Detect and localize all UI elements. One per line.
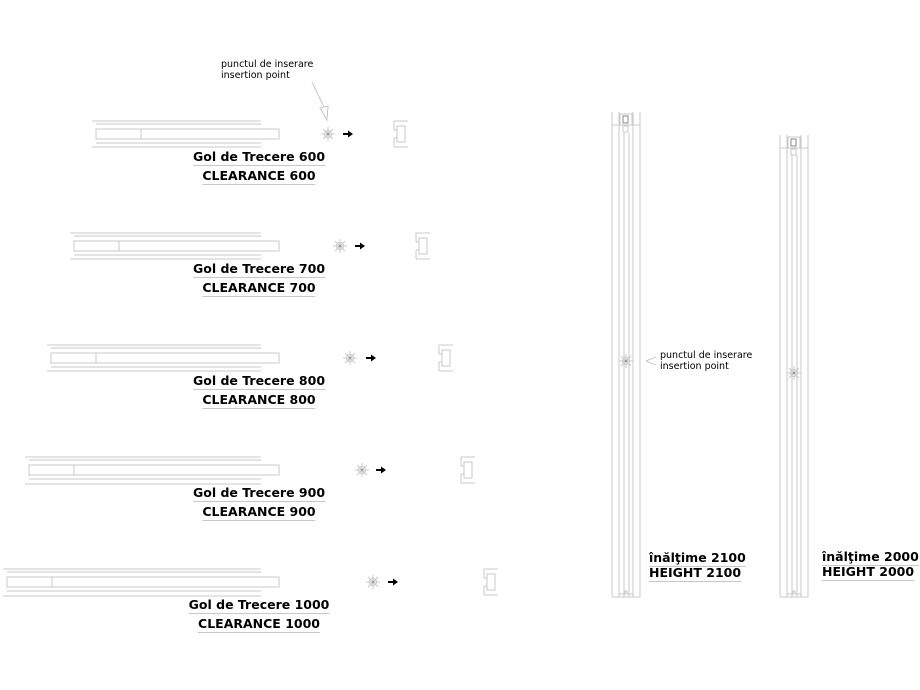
note-line-ro: punctul de inserare <box>660 350 753 361</box>
plan-title-ro-900: Gol de Trecere 900 <box>192 485 326 502</box>
elevation-title-ro-2100: înălţime 2100 <box>649 550 746 567</box>
plan-title-ro-600: Gol de Trecere 600 <box>192 149 326 166</box>
elevation-2000 <box>779 135 809 598</box>
plan-view-700 <box>70 232 431 260</box>
plan-title-ro-700: Gol de Trecere 700 <box>192 261 326 278</box>
plan-view-1000 <box>3 568 499 597</box>
insertion-point-note-side: punctul de inserare insertion point <box>660 350 752 372</box>
plan-view-800 <box>47 344 454 372</box>
plan-title-en-900: CLEARANCE 900 <box>202 504 316 521</box>
plan-view-900 <box>25 456 476 485</box>
plan-title-en-1000: CLEARANCE 1000 <box>198 616 320 633</box>
note-line-ro: punctul de inserare <box>221 59 314 70</box>
elevation-2100 <box>611 112 657 598</box>
elevation-title-en-2000: HEIGHT 2000 <box>822 564 915 581</box>
plan-title-ro-800: Gol de Trecere 800 <box>192 373 326 390</box>
plan-title-en-800: CLEARANCE 800 <box>202 392 316 409</box>
plan-view-600 <box>92 120 409 148</box>
note-line-en: insertion point <box>660 361 729 372</box>
plan-title-ro-1000: Gol de Trecere 1000 <box>188 597 330 614</box>
note-line-en: insertion point <box>221 70 290 81</box>
elevation-title-en-2100: HEIGHT 2100 <box>649 565 742 582</box>
insertion-point-note-top: punctul de inserare insertion point <box>221 59 313 81</box>
plan-title-en-700: CLEARANCE 700 <box>202 280 316 297</box>
elevation-title-ro-2000: înălţime 2000 <box>822 549 919 566</box>
plan-title-en-600: CLEARANCE 600 <box>202 168 316 185</box>
insertion-leader-top <box>311 81 329 122</box>
